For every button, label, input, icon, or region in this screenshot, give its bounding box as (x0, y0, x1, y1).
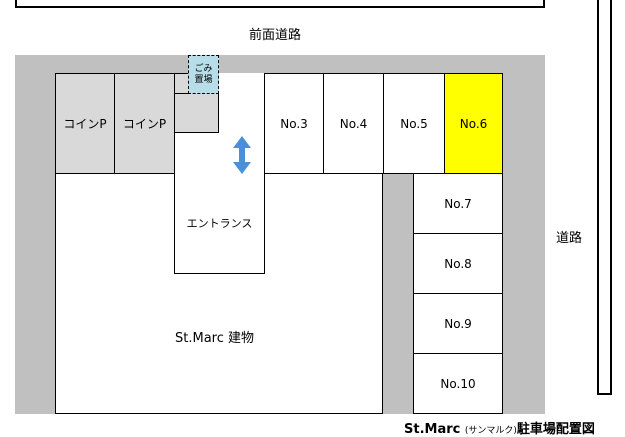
space-label: No.9 (444, 316, 472, 331)
side-road-label: 道路 (556, 231, 583, 246)
road-edge-top (15, 0, 545, 8)
space-label: No.7 (444, 196, 472, 211)
space-label: No.8 (444, 256, 472, 271)
front-road-label: 前面道路 (249, 28, 302, 43)
parking-space-no9: No.9 (413, 293, 503, 354)
title-suffix: 駐車場配置図 (516, 422, 595, 437)
parking-space-no3: No.3 (264, 73, 324, 174)
parking-space-no10: No.10 (413, 353, 503, 414)
space-label: No.6 (459, 116, 488, 131)
entrance-label: エントランス (186, 217, 253, 230)
space-label: No.10 (440, 376, 476, 391)
coin-parking-label: コインP (122, 117, 167, 131)
space-label: No.5 (400, 116, 428, 131)
map-title: St.Marc (サンマルク)駐車場配置図 (404, 418, 595, 437)
road-edge-right (597, 0, 612, 395)
double-arrow-icon (233, 136, 251, 174)
garbage-label: ごみ 置場 (194, 63, 213, 85)
parking-space-no6-highlighted: No.6 (444, 73, 503, 174)
parking-space-no8: No.8 (413, 233, 503, 294)
title-main: St.Marc (404, 422, 465, 437)
garbage-area: ごみ 置場 (188, 55, 219, 94)
storage-box (174, 93, 219, 133)
coin-parking-2: コインP (114, 73, 175, 174)
entrance: エントランス (174, 173, 265, 274)
coin-parking-label: コインP (63, 117, 107, 131)
title-reading: (サンマルク) (464, 426, 517, 436)
coin-parking-1: コインP (55, 73, 115, 174)
parking-space-no5: No.5 (383, 73, 445, 174)
storage-box-upper (174, 73, 189, 94)
building-label: St.Marc 建物 (175, 331, 255, 346)
parking-space-no4: No.4 (323, 73, 384, 174)
space-label: No.4 (339, 116, 368, 131)
parking-space-no7: No.7 (413, 173, 503, 234)
space-label: No.3 (280, 116, 308, 131)
